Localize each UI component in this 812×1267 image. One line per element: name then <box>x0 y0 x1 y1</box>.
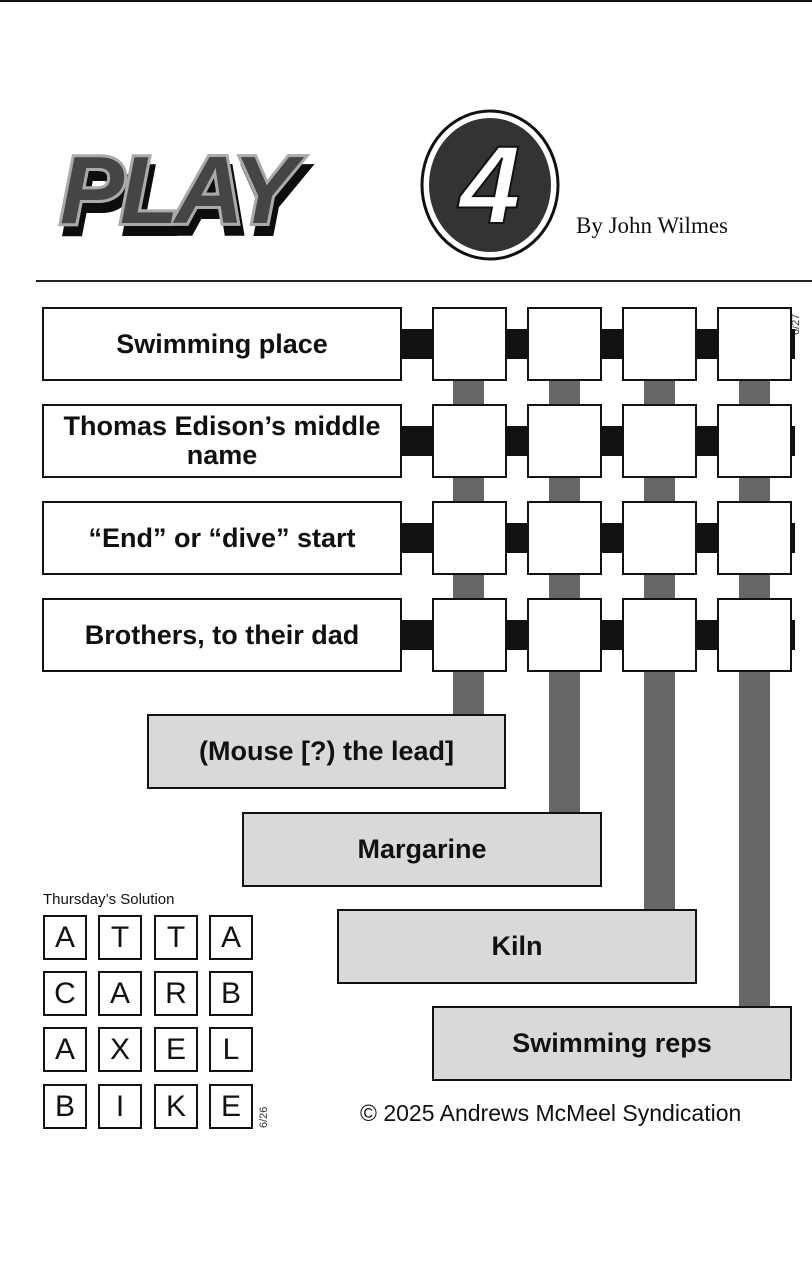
across-clue-3: “End” or “dive” start <box>42 501 402 575</box>
answer-cell-r4c3[interactable] <box>622 598 697 672</box>
copyright: © 2025 Andrews McMeel Syndication <box>360 1100 742 1126</box>
solution-cell: L <box>209 1027 253 1072</box>
solution-cell: A <box>43 915 87 960</box>
answer-cell-r1c4[interactable] <box>717 307 792 381</box>
answer-cell-r4c4[interactable] <box>717 598 792 672</box>
solution-cell: E <box>154 1027 198 1072</box>
header-rule <box>36 280 812 282</box>
solution-cell: B <box>209 971 253 1016</box>
answer-cell-r3c2[interactable] <box>527 501 602 575</box>
answer-cell-r2c2[interactable] <box>527 404 602 478</box>
solution-cell: C <box>43 971 87 1016</box>
svg-text:4: 4 <box>457 124 520 247</box>
down-clue-3: Kiln <box>337 909 697 984</box>
play4-logo: PLAY 4 <box>57 109 560 261</box>
across-clue-4: Brothers, to their dad <box>42 598 402 672</box>
answer-cell-r4c2[interactable] <box>527 598 602 672</box>
solution-cell: B <box>43 1084 87 1129</box>
solution-cell: A <box>209 915 253 960</box>
solution-cell: E <box>209 1084 253 1129</box>
answer-cell-r1c2[interactable] <box>527 307 602 381</box>
answer-cell-r1c3[interactable] <box>622 307 697 381</box>
answer-cell-r2c3[interactable] <box>622 404 697 478</box>
answer-cell-r4c1[interactable] <box>432 598 507 672</box>
solution-cell: R <box>154 971 198 1016</box>
answer-cell-r3c1[interactable] <box>432 501 507 575</box>
down-clue-4: Swimming reps <box>432 1006 792 1081</box>
answer-cell-r2c4[interactable] <box>717 404 792 478</box>
answer-cell-r3c3[interactable] <box>622 501 697 575</box>
solution-cell: T <box>154 915 198 960</box>
solution-title: Thursday’s Solution <box>43 891 175 908</box>
down-clue-1: (Mouse [?) the lead] <box>147 714 506 789</box>
solution-cell: T <box>98 915 142 960</box>
solution-cell: I <box>98 1084 142 1129</box>
across-clue-2: Thomas Edison’s middle name <box>42 404 402 478</box>
down-clue-2: Margarine <box>242 812 602 887</box>
solution-cell: X <box>98 1027 142 1072</box>
answer-cell-r3c4[interactable] <box>717 501 792 575</box>
answer-cell-r2c1[interactable] <box>432 404 507 478</box>
solution-cell: K <box>154 1084 198 1129</box>
top-border <box>0 0 812 2</box>
solution-cell: A <box>43 1027 87 1072</box>
byline: By John Wilmes <box>576 213 728 238</box>
solution-cell: A <box>98 971 142 1016</box>
solution-date-code: 6/26 <box>258 1106 270 1128</box>
svg-text:PLAY: PLAY <box>60 137 305 244</box>
answer-cell-r1c1[interactable] <box>432 307 507 381</box>
across-clue-1: Swimming place <box>42 307 402 381</box>
